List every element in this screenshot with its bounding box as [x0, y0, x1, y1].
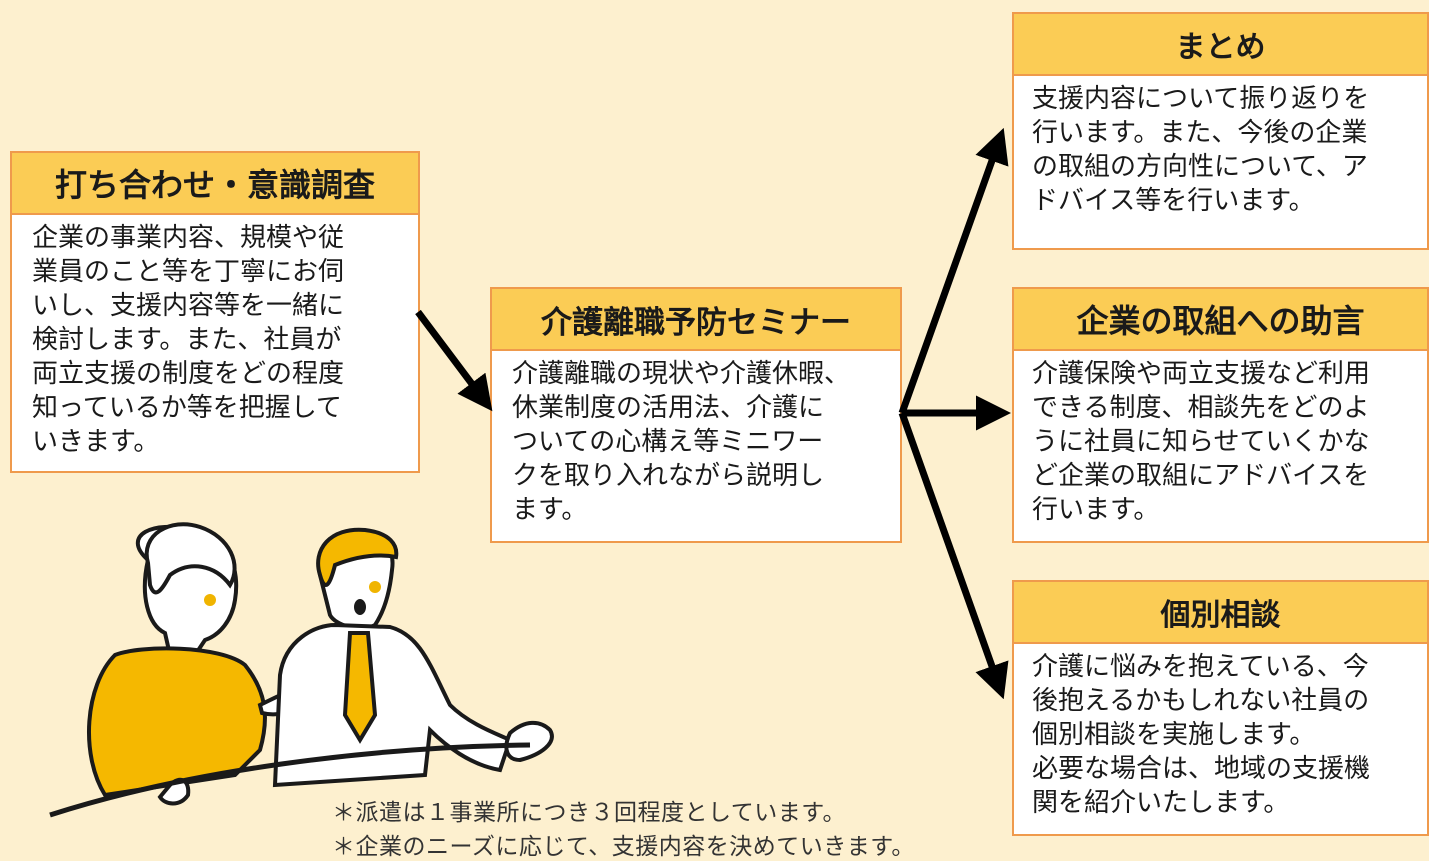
woman-figure: [87, 522, 316, 806]
meeting-survey-text: 企業の事業内容、規模や従 業員のこと等を丁寧にお伺 いし、支援内容等を一緒に 検…: [32, 223, 345, 457]
meeting-survey-title: 打ち合わせ・意識調査: [12, 153, 418, 215]
summary-text: 支援内容について振り返りを 行います。また、今後の企業 の取組の方向性について、…: [1032, 84, 1370, 216]
seminar-box: 介護離職予防セミナー 介護離職の現状や介護休暇、 休業制度の活用法、介護に つい…: [490, 287, 902, 543]
seminar-title: 介護離職予防セミナー: [492, 289, 900, 351]
seminar-text: 介護離職の現状や介護休暇、 休業制度の活用法、介護に ついての心構え等ミニワー …: [512, 359, 851, 525]
consultation-text: 介護に悩みを抱えている、今 後抱えるかもしれない社員の 個別相談を実施します。 …: [1032, 652, 1371, 818]
consultation-title: 個別相談: [1014, 582, 1427, 644]
advice-title: 企業の取組への助言: [1014, 289, 1427, 351]
summary-box: まとめ 支援内容について振り返りを 行います。また、今後の企業 の取組の方向性に…: [1012, 12, 1429, 250]
arrow-seminar-to-summary: [898, 127, 1009, 415]
arrow-meeting-to-seminar: [415, 309, 493, 412]
consultation-box: 個別相談 介護に悩みを抱えている、今 後抱えるかもしれない社員の 個別相談を実施…: [1012, 580, 1429, 836]
meeting-survey-box: 打ち合わせ・意識調査 企業の事業内容、規模や従 業員のこと等を丁寧にお伺 いし、…: [10, 151, 420, 473]
advice-box: 企業の取組への助言 介護保険や両立支援など利用 できる制度、相談先をどのよ うに…: [1012, 287, 1429, 543]
note-support-content: ＊企業のニーズに応じて、支援内容を決めていきます。: [332, 834, 915, 860]
table-shape: [49, 742, 531, 818]
man-figure: [272, 527, 554, 788]
advice-text: 介護保険や両立支援など利用 できる制度、相談先をどのよ うに社員に知らせていくか…: [1032, 359, 1371, 525]
arrow-seminar-to-consult: [898, 411, 1009, 700]
consultation-illustration: [49, 522, 554, 818]
summary-title: まとめ: [1014, 14, 1427, 76]
note-dispatch-frequency: ＊派遣は１事業所につき３回程度としています。: [332, 800, 847, 826]
